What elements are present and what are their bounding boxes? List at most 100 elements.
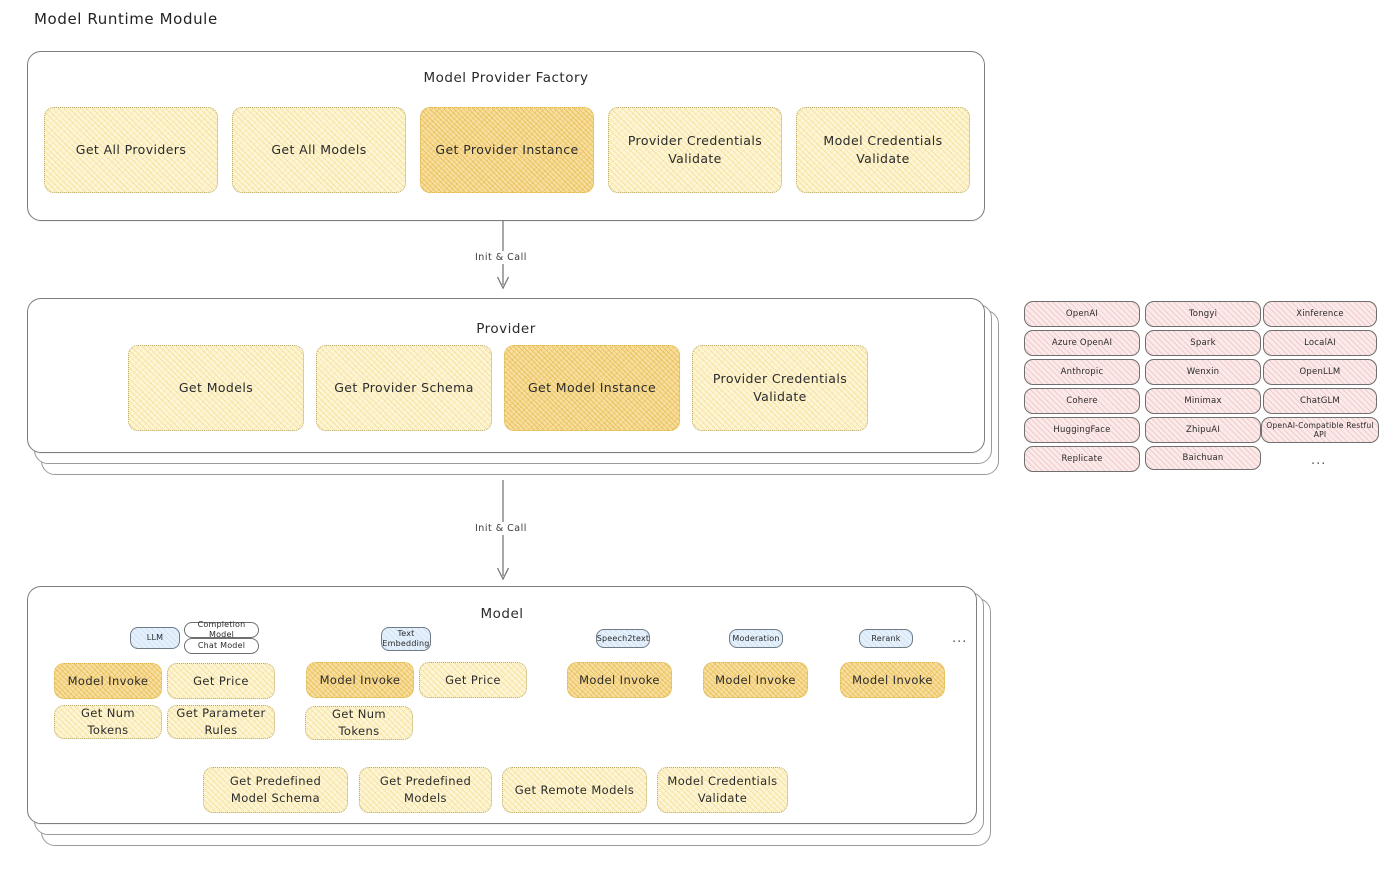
model-provider-factory-title: Model Provider Factory (423, 70, 589, 86)
model-type-tag-text-embedding[interactable]: Text Embedding (381, 627, 431, 651)
node-label: Get All Models (271, 141, 367, 157)
node-label: Get Price (193, 673, 249, 688)
node-label: Model Invoke (67, 673, 149, 688)
node-label: Get All Providers (75, 141, 187, 157)
node-label: Get Remote Models (514, 782, 635, 797)
node-label: Model Invoke (852, 672, 933, 687)
provider-chip-chatglm[interactable]: ChatGLM (1263, 388, 1377, 414)
provider-title: Provider (476, 321, 536, 337)
model-type-tag-rerank[interactable]: Rerank (859, 629, 913, 648)
node-get-provider-schema[interactable]: Get Provider Schema (316, 345, 492, 431)
chip-label: HuggingFace (1053, 425, 1111, 435)
node-label: Get Predefined Model Schema (229, 774, 322, 805)
node-label: Get Parameter Rules (176, 706, 266, 737)
provider-list-more-ellipsis: ... (1311, 453, 1327, 468)
provider-chip-openllm[interactable]: OpenLLM (1263, 359, 1377, 385)
node-label: Get Model Instance (527, 379, 657, 395)
provider-chip-xinference[interactable]: Xinference (1263, 301, 1377, 327)
model-type-tag-moderation[interactable]: Moderation (729, 629, 783, 648)
chip-label: OpenAI (1065, 309, 1099, 319)
tag-label: Rerank (871, 633, 901, 643)
node-label: Model Invoke (715, 672, 796, 687)
node-text-embedding-model-invoke[interactable]: Model Invoke (306, 662, 414, 698)
chip-label: Tongyi (1188, 309, 1218, 319)
model-title: Model (480, 606, 524, 622)
chip-label: Xinference (1296, 309, 1344, 319)
provider-chip-minimax[interactable]: Minimax (1145, 388, 1261, 414)
node-model-credentials-validate[interactable]: Model Credentials Validate (657, 767, 788, 813)
node-label: Get Predefined Models (379, 774, 472, 805)
provider-chip-cohere[interactable]: Cohere (1024, 388, 1140, 414)
model-type-tag-speech2text[interactable]: Speech2text (596, 629, 650, 648)
node-label: Get Price (445, 672, 501, 687)
tag-label: LLM (146, 633, 164, 643)
node-llm-get-parameter-rules[interactable]: Get Parameter Rules (167, 705, 275, 739)
node-llm-get-price[interactable]: Get Price (167, 663, 275, 699)
node-label: Provider Credentials Validate (627, 132, 763, 166)
provider-chip-baichuan[interactable]: Baichuan (1145, 446, 1261, 470)
provider-chip-zhipuai[interactable]: ZhipuAI (1145, 417, 1261, 443)
node-get-all-providers[interactable]: Get All Providers (44, 107, 218, 193)
node-label: Provider Credentials Validate (712, 370, 848, 404)
node-get-predefined-models[interactable]: Get Predefined Models (359, 767, 492, 813)
node-label: Model Credentials Validate (667, 774, 778, 805)
node-get-models[interactable]: Get Models (128, 345, 304, 431)
arrow-label-init-call-2: Init & Call (472, 522, 530, 535)
node-get-provider-instance[interactable]: Get Provider Instance (420, 107, 594, 193)
chip-label: Azure OpenAI (1051, 338, 1113, 348)
chip-label: Wenxin (1186, 367, 1220, 377)
chip-label: Anthropic (1060, 367, 1104, 377)
provider-chip-localai[interactable]: LocalAI (1263, 330, 1377, 356)
provider-chip-spark[interactable]: Spark (1145, 330, 1261, 356)
node-label: Get Num Tokens (80, 706, 136, 737)
node-llm-get-num-tokens[interactable]: Get Num Tokens (54, 705, 162, 739)
node-label: Get Provider Instance (435, 141, 579, 157)
provider-chip-huggingface[interactable]: HuggingFace (1024, 417, 1140, 443)
chip-label: OpenAI-Compatible Restful API (1266, 421, 1374, 439)
provider-chip-wenxin[interactable]: Wenxin (1145, 359, 1261, 385)
tag-label: Chat Model (197, 641, 246, 651)
chip-label: OpenLLM (1299, 367, 1341, 377)
chip-label: ChatGLM (1300, 396, 1340, 406)
node-llm-model-invoke[interactable]: Model Invoke (54, 663, 162, 699)
node-get-remote-models[interactable]: Get Remote Models (502, 767, 647, 813)
tag-label: Moderation (732, 633, 780, 643)
provider-chip-replicate[interactable]: Replicate (1024, 446, 1140, 472)
node-label: Model Invoke (579, 672, 660, 687)
node-text-embedding-get-num-tokens[interactable]: Get Num Tokens (305, 706, 413, 740)
node-model-credentials-validate-factory[interactable]: Model Credentials Validate (796, 107, 970, 193)
tag-label: Speech2text (596, 633, 650, 643)
node-speech2text-model-invoke[interactable]: Model Invoke (567, 662, 672, 698)
node-get-model-instance[interactable]: Get Model Instance (504, 345, 680, 431)
node-moderation-model-invoke[interactable]: Model Invoke (703, 662, 808, 698)
node-text-embedding-get-price[interactable]: Get Price (419, 662, 527, 698)
model-type-tag-llm[interactable]: LLM (130, 627, 180, 649)
node-label: Model Credentials Validate (823, 132, 943, 166)
provider-chip-openai[interactable]: OpenAI (1024, 301, 1140, 327)
chip-label: ZhipuAI (1185, 425, 1221, 435)
provider-chip-azure-openai[interactable]: Azure OpenAI (1024, 330, 1140, 356)
node-provider-credentials-validate[interactable]: Provider Credentials Validate (692, 345, 868, 431)
node-get-predefined-model-schema[interactable]: Get Predefined Model Schema (203, 767, 348, 813)
node-label: Get Models (178, 379, 254, 395)
node-label: Model Invoke (319, 672, 401, 687)
model-types-more-ellipsis: ... (952, 631, 968, 646)
chip-label: Cohere (1066, 396, 1098, 406)
node-label: Get Num Tokens (331, 707, 387, 738)
provider-chip-tongyi[interactable]: Tongyi (1145, 301, 1261, 327)
node-provider-credentials-validate-factory[interactable]: Provider Credentials Validate (608, 107, 782, 193)
page-title: Model Runtime Module (34, 10, 218, 28)
node-get-all-models[interactable]: Get All Models (232, 107, 406, 193)
model-subtag-chat-model[interactable]: Chat Model (184, 638, 259, 654)
chip-label: Replicate (1061, 454, 1103, 464)
tag-label: Completion Model (197, 620, 246, 639)
arrow-label-init-call-1: Init & Call (472, 251, 530, 264)
node-rerank-model-invoke[interactable]: Model Invoke (840, 662, 945, 698)
provider-chip-openai-compatible-restful-api[interactable]: OpenAI-Compatible Restful API (1261, 417, 1379, 443)
node-label: Get Provider Schema (334, 379, 474, 395)
provider-chip-anthropic[interactable]: Anthropic (1024, 359, 1140, 385)
model-subtag-completion-model[interactable]: Completion Model (184, 620, 259, 639)
chip-label: LocalAI (1304, 338, 1336, 348)
tag-label: Text Embedding (382, 629, 430, 648)
